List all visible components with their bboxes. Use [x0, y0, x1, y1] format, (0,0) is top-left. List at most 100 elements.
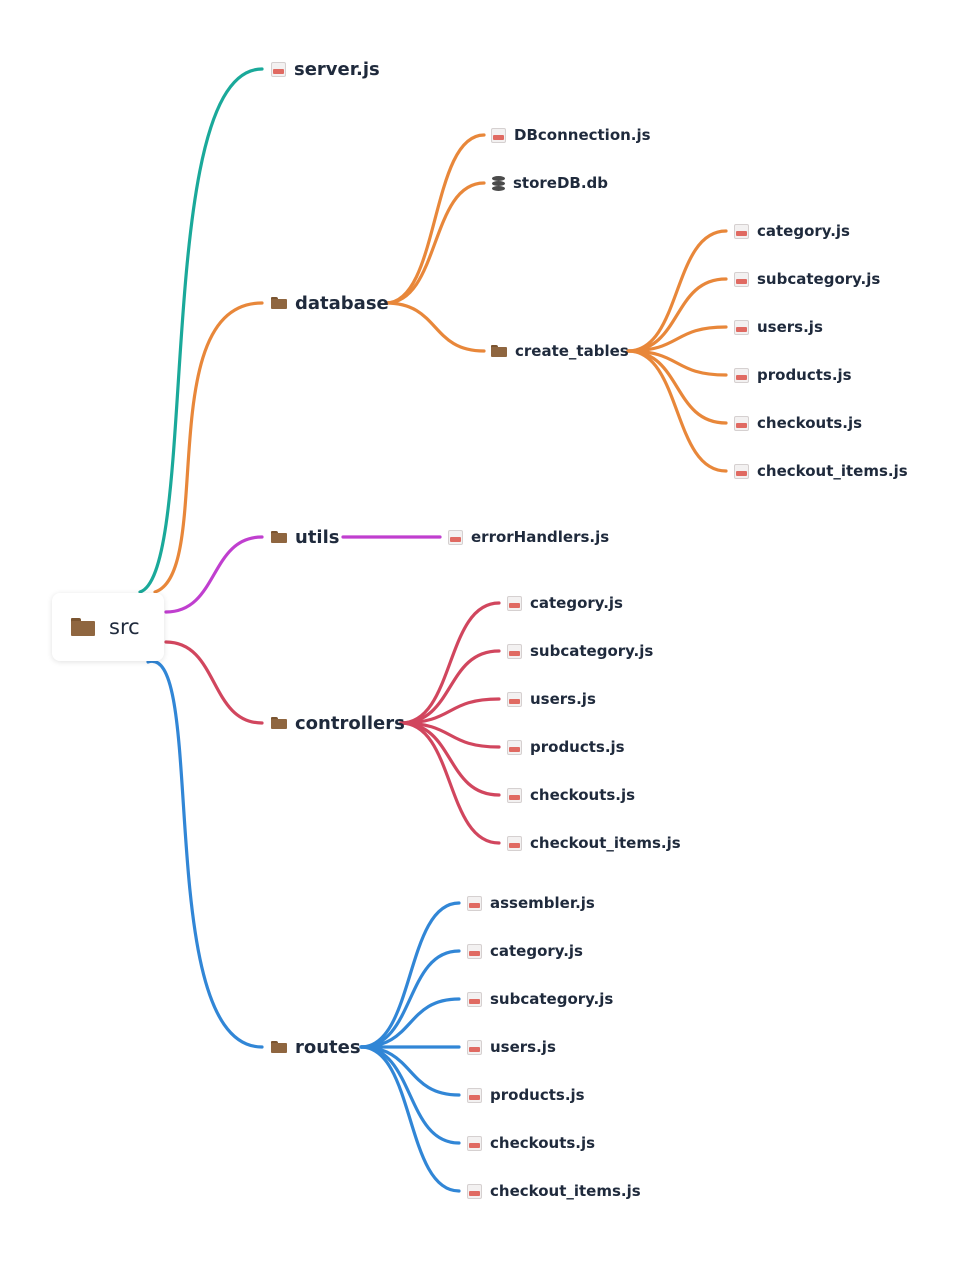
node-create-tables-subcategory-js[interactable]: subcategory.js	[734, 269, 880, 289]
node-label: category.js	[757, 222, 850, 240]
js-file-icon	[734, 367, 749, 383]
node-create-tables-checkout-items-js[interactable]: checkout_items.js	[734, 461, 908, 481]
node-label: products.js	[757, 366, 852, 384]
node-database[interactable]: database	[271, 292, 389, 314]
js-file-icon	[467, 895, 482, 911]
js-file-icon	[491, 127, 506, 143]
node-label: subcategory.js	[490, 990, 614, 1008]
js-file-icon	[734, 319, 749, 335]
node-label: assembler.js	[490, 894, 595, 912]
node-routes-subcategory-js[interactable]: subcategory.js	[467, 989, 613, 1009]
js-file-icon	[467, 991, 482, 1007]
edge-database-child-2	[384, 301, 486, 353]
node-label: subcategory.js	[757, 270, 881, 288]
edge-database-child-1	[384, 181, 486, 305]
database-icon	[492, 175, 505, 191]
edge-controllers-child-2	[399, 697, 501, 725]
js-file-icon	[467, 1135, 482, 1151]
edge-controllers-child-1	[399, 649, 501, 725]
js-file-icon	[507, 691, 522, 707]
edge-controllers-child-0	[399, 601, 501, 725]
node-controllers-checkout-items-js[interactable]: checkout_items.js	[507, 833, 681, 853]
edge-create-tables-child-0	[626, 229, 728, 353]
edge-controllers-child-5	[399, 721, 501, 845]
node-controllers-checkouts-js[interactable]: checkouts.js	[507, 785, 635, 805]
edge-routes-child-4	[359, 1045, 461, 1097]
node-create-tables-checkouts-js[interactable]: checkouts.js	[734, 413, 862, 433]
node-label: errorHandlers.js	[471, 528, 610, 546]
js-file-icon	[467, 943, 482, 959]
node-label: users.js	[490, 1038, 556, 1056]
node-routes-checkout-items-js[interactable]: checkout_items.js	[467, 1181, 641, 1201]
js-file-icon	[507, 787, 522, 803]
edge-src-server	[138, 67, 264, 594]
js-file-icon	[507, 595, 522, 611]
edge-create-tables-child-2	[626, 325, 728, 353]
edge-src-utils	[164, 535, 264, 614]
node-routes[interactable]: routes	[271, 1036, 361, 1058]
js-file-icon	[507, 643, 522, 659]
node-routes-users-js[interactable]: users.js	[467, 1037, 556, 1057]
node-label: subcategory.js	[530, 642, 654, 660]
node-label: category.js	[490, 942, 583, 960]
edge-routes-child-1	[359, 949, 461, 1049]
node-label: checkouts.js	[530, 786, 636, 804]
node-controllers[interactable]: controllers	[271, 712, 405, 734]
root-node-box[interactable]	[52, 593, 164, 661]
node-controllers-users-js[interactable]: users.js	[507, 689, 596, 709]
folder-icon	[271, 297, 287, 309]
js-file-icon	[467, 1087, 482, 1103]
edge-routes-child-6	[359, 1045, 461, 1193]
folder-icon	[271, 531, 287, 543]
js-file-icon	[734, 271, 749, 287]
node-label: utils	[295, 526, 340, 548]
node-label: checkouts.js	[757, 414, 863, 432]
folder-icon	[71, 618, 95, 636]
node-create-tables-category-js[interactable]: category.js	[734, 221, 850, 241]
node-create-tables-products-js[interactable]: products.js	[734, 365, 852, 385]
node-controllers-category-js[interactable]: category.js	[507, 593, 623, 613]
root-node-src[interactable]: src	[71, 612, 140, 642]
node-label: storeDB.db	[513, 174, 609, 192]
node-server-js[interactable]: server.js	[271, 58, 380, 80]
node-label: server.js	[294, 58, 380, 80]
node-utils[interactable]: utils	[271, 526, 339, 548]
js-file-icon	[507, 739, 522, 755]
edge-database-child-0	[384, 133, 486, 305]
edge-routes-child-0	[359, 901, 461, 1049]
folder-icon	[271, 1041, 287, 1053]
node-storedb-db[interactable]: storeDB.db	[492, 173, 608, 193]
node-label: DBconnection.js	[514, 126, 651, 144]
folder-icon	[271, 717, 287, 729]
node-dbconnection-js[interactable]: DBconnection.js	[491, 125, 651, 145]
node-label: controllers	[295, 712, 405, 734]
folder-icon	[491, 345, 507, 357]
edge-create-tables-child-5	[626, 349, 728, 473]
node-controllers-products-js[interactable]: products.js	[507, 737, 625, 757]
node-routes-products-js[interactable]: products.js	[467, 1085, 585, 1105]
node-label: users.js	[757, 318, 823, 336]
js-file-icon	[734, 415, 749, 431]
node-create-tables-users-js[interactable]: users.js	[734, 317, 823, 337]
node-label: checkout_items.js	[490, 1182, 641, 1200]
node-label: src	[109, 615, 140, 639]
node-label: database	[295, 292, 389, 314]
node-label: create_tables	[515, 342, 629, 360]
js-file-icon	[467, 1039, 482, 1055]
node-controllers-subcategory-js[interactable]: subcategory.js	[507, 641, 653, 661]
node-label: users.js	[530, 690, 596, 708]
edge-src-routes	[146, 659, 264, 1049]
edge-src-controllers	[164, 640, 264, 725]
js-file-icon	[507, 835, 522, 851]
node-label: checkout_items.js	[530, 834, 681, 852]
edge-routes-child-2	[359, 997, 461, 1049]
node-errorhandlers-js[interactable]: errorHandlers.js	[448, 527, 609, 547]
node-label: category.js	[530, 594, 623, 612]
node-routes-assembler-js[interactable]: assembler.js	[467, 893, 595, 913]
node-routes-category-js[interactable]: category.js	[467, 941, 583, 961]
node-create-tables[interactable]: create_tables	[491, 341, 629, 361]
node-label: products.js	[490, 1086, 585, 1104]
node-routes-checkouts-js[interactable]: checkouts.js	[467, 1133, 595, 1153]
